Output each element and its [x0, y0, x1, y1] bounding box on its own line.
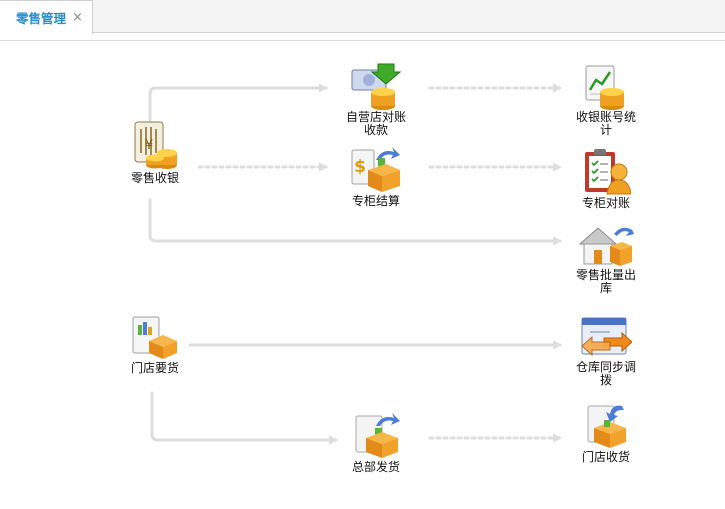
node-label: 专柜对账	[581, 196, 630, 210]
node-label: 零售收银	[130, 171, 179, 185]
node-counter-settlement[interactable]: $ 专柜结算	[331, 146, 421, 208]
statistics-chart-icon	[585, 65, 624, 110]
node-label: 专柜结算	[351, 194, 400, 208]
tab-retail-management[interactable]: 零售管理 ×	[0, 0, 93, 34]
node-store-request[interactable]: 门店要货	[110, 313, 200, 375]
shipping-box-icon	[355, 413, 400, 458]
node-label: 仓库同步调拨	[575, 360, 636, 387]
settlement-box-icon: $	[351, 147, 400, 192]
svg-text:$: $	[354, 157, 366, 177]
warehouse-house-icon	[578, 225, 634, 266]
node-label: 总部发货	[351, 460, 400, 474]
node-label: 零售批量出库	[575, 268, 636, 295]
node-label: 自营店对账收款	[345, 110, 406, 137]
separator-line	[0, 40, 725, 41]
node-label: 门店要货	[130, 361, 179, 375]
arrow-request-to-hq	[150, 391, 338, 445]
node-checkout-account-stats[interactable]: 收银账号统计	[561, 64, 651, 137]
request-goods-icon	[132, 316, 177, 359]
node-label: 收银账号统计	[575, 110, 636, 137]
money-collect-icon	[351, 63, 402, 110]
receiving-box-icon	[587, 405, 626, 448]
tab-label: 零售管理	[16, 11, 67, 26]
transfer-window-icon	[581, 317, 632, 357]
node-counter-reconcile[interactable]: 专柜对账	[561, 146, 651, 210]
arrow-checkout-to-ownstore	[148, 83, 328, 122]
svg-text:¥: ¥	[145, 138, 153, 153]
node-label: 门店收货	[581, 450, 630, 464]
clipboard-user-icon	[585, 149, 631, 195]
tab-bar: 零售管理 ×	[0, 0, 725, 34]
node-retail-bulk-outbound[interactable]: 零售批量出库	[561, 222, 651, 295]
close-icon[interactable]: ×	[72, 10, 83, 25]
arrow-checkout-to-bulk	[148, 198, 562, 246]
node-hq-shipping[interactable]: 总部发货	[331, 412, 421, 474]
node-store-receiving[interactable]: 门店收货	[561, 402, 651, 464]
node-own-store-reconcile[interactable]: 自营店对账收款	[331, 62, 421, 137]
cash-register-icon: ¥	[134, 121, 177, 169]
node-retail-checkout[interactable]: ¥ 零售收银	[110, 119, 200, 185]
node-warehouse-sync-transfer[interactable]: 仓库同步调拨	[561, 312, 651, 387]
